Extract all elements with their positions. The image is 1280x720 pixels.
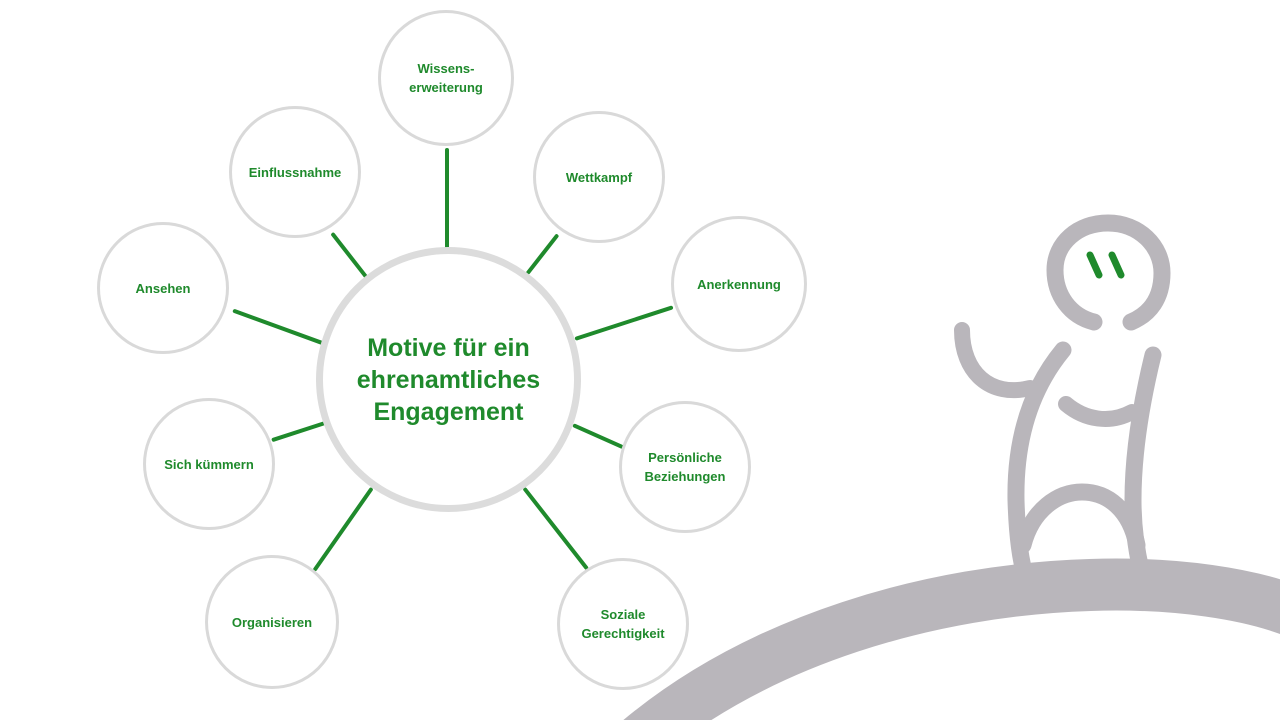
figure-head: [1046, 214, 1171, 331]
figure-eye-right: [1108, 251, 1125, 279]
figure-legs: [1014, 483, 1146, 554]
figure-eye-left: [1086, 251, 1103, 279]
motive-wettkampf: Wettkampf: [533, 111, 665, 243]
motive-wissenserweiterung: Wissens- erweiterung: [378, 10, 514, 146]
figure-right-arm: [1058, 396, 1140, 427]
motive-einflussnahme: Einflussnahme: [229, 106, 361, 238]
figure-body: [1007, 341, 1072, 587]
motive-anerkennung: Anerkennung: [671, 216, 807, 352]
motive-organisieren: Organisieren: [205, 555, 339, 689]
hill-icon: [623, 558, 1280, 720]
center-topic: Motive für ein ehrenamtliches Engagement: [316, 247, 581, 512]
motive-persoenliche-beziehungen: Persönliche Beziehungen: [619, 401, 751, 533]
motive-soziale-gerechtigkeit: Soziale Gerechtigkeit: [557, 558, 689, 690]
motive-sich-kuemmern: Sich kümmern: [143, 398, 275, 530]
figure-left-arm: [954, 322, 1038, 399]
motive-ansehen: Ansehen: [97, 222, 229, 354]
